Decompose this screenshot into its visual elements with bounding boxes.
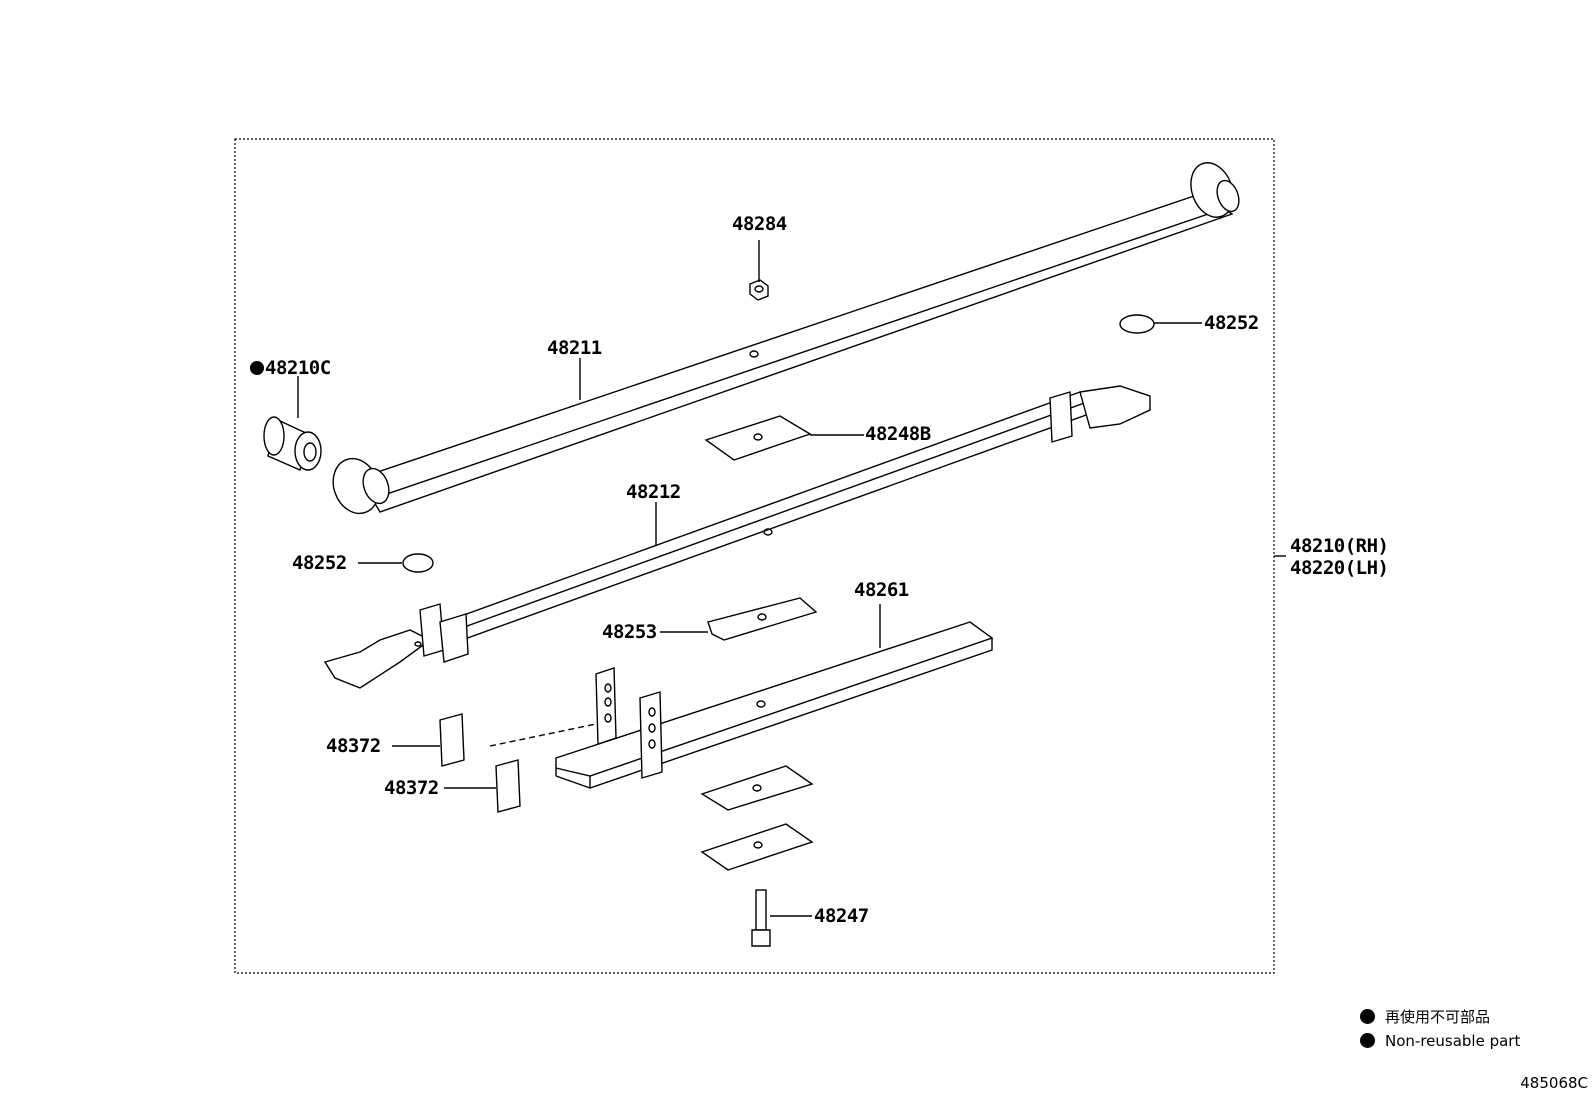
label-48372-b: 48372: [384, 777, 439, 799]
clip-48372-a: [439, 713, 465, 767]
bottom-leaf-48261: [555, 621, 994, 789]
label-48211: 48211: [547, 337, 602, 359]
label-48261: 48261: [854, 579, 909, 601]
spacer-48248B: [704, 415, 812, 461]
label-48212: 48212: [626, 481, 681, 503]
cap-48252-right: [1119, 314, 1155, 334]
filled-circle-icon: [1360, 1033, 1375, 1048]
legend-jp: 再使用不可部品: [1360, 1006, 1490, 1027]
label-48220-lh: 48220(LH): [1290, 557, 1389, 579]
bolt-48247: [751, 889, 771, 947]
second-leaf-48212: [323, 385, 1151, 689]
label-48210C: 48210C: [250, 358, 331, 378]
bracket-front: [639, 691, 663, 779]
label-48248B: 48248B: [865, 423, 931, 445]
clip-48372-b: [495, 759, 521, 813]
nut-48284: [749, 279, 769, 301]
label-48210C-text: 48210C: [265, 357, 331, 379]
label-48372-a: 48372: [326, 735, 381, 757]
legend-jp-text: 再使用不可部品: [1385, 1008, 1491, 1026]
pad-lower: [700, 823, 814, 871]
label-48247: 48247: [814, 905, 869, 927]
label-48253: 48253: [602, 621, 657, 643]
non-reusable-marker-icon: [250, 361, 264, 375]
main-leaf-48211: [332, 162, 1240, 515]
cap-48252-left: [402, 553, 434, 573]
clip-48253: [707, 597, 818, 641]
label-48252-left: 48252: [292, 552, 347, 574]
label-48252-right: 48252: [1204, 312, 1259, 334]
label-48210-rh: 48210(RH): [1290, 535, 1389, 557]
legend-en: Non-reusable part: [1360, 1032, 1520, 1050]
filled-circle-icon: [1360, 1009, 1375, 1024]
diagram-code: 485068C: [1520, 1074, 1588, 1092]
label-48284: 48284: [732, 213, 787, 235]
legend-en-text: Non-reusable part: [1385, 1032, 1521, 1050]
bushing-48210C: [263, 416, 322, 471]
pad-upper: [700, 765, 814, 811]
bracket-rear: [595, 667, 617, 745]
